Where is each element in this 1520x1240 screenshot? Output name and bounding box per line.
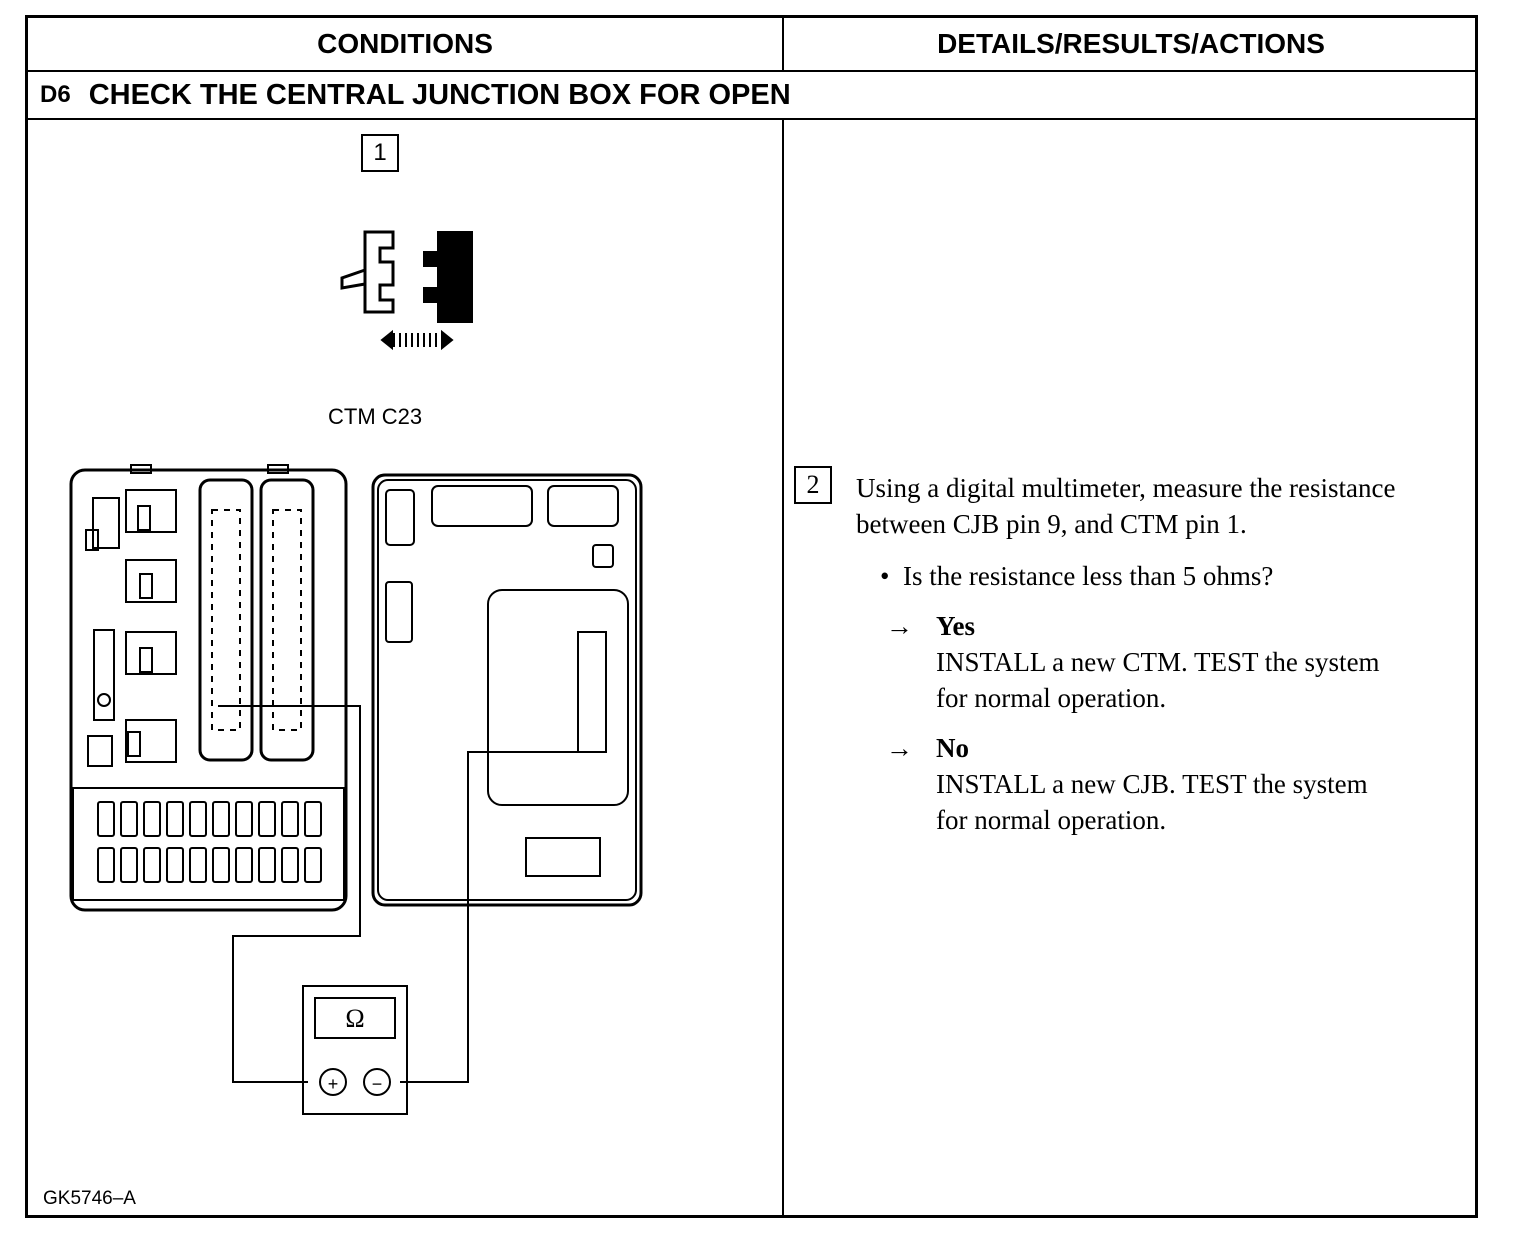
header-divider	[28, 70, 1475, 72]
multimeter-icon	[302, 985, 408, 1115]
details-column: 2 Using a digital multimeter, measure th…	[784, 120, 1478, 1218]
answer-action-line: INSTALL a new CTM. TEST the system	[936, 647, 1380, 677]
step-1-marker: 1	[361, 134, 399, 172]
step-2-marker: 2	[794, 466, 832, 504]
right-arrow-icon: →	[886, 611, 913, 641]
conditions-diagram: Ω + − 1 CTM C23 GK5746–A	[28, 120, 782, 1218]
connector-label: CTM C23	[328, 404, 423, 429]
answer-no: → No INSTALL a new CJB. TEST the system f…	[886, 730, 1368, 838]
answer-yes: →Yes INSTALL a new CTM. TEST the system …	[886, 608, 1380, 716]
right-arrow-icon: →	[886, 733, 913, 763]
details-header: DETAILS/RESULTS/ACTIONS	[937, 28, 1325, 59]
procedure-table: CONDITIONS DETAILS/RESULTS/ACTIONS D6 CH…	[25, 15, 1478, 1218]
section-divider	[28, 118, 1475, 120]
junction-box-illustration: Ω + −	[69, 230, 643, 1115]
plus-terminal: +	[328, 1074, 339, 1094]
central-timer-module	[371, 473, 643, 907]
answer-action-line: for normal operation.	[936, 683, 1167, 713]
conditions-header: CONDITIONS	[317, 28, 493, 59]
question: • Is the resistance less than 5 ohms?	[880, 558, 1273, 594]
section-id: D6	[40, 81, 71, 108]
minus-terminal: −	[372, 1074, 383, 1094]
answer-label: No	[936, 733, 969, 763]
connector-disconnect-icon	[340, 230, 473, 351]
answer-label: Yes	[936, 611, 975, 641]
answer-action-line: for normal operation.	[936, 805, 1167, 835]
fuse-grid	[97, 801, 322, 883]
ohm-symbol: Ω	[345, 1004, 364, 1033]
section-title-row: D6 CHECK THE CENTRAL JUNCTION BOX FOR OP…	[40, 72, 1460, 118]
instruction-text: Using a digital multimeter, measure the …	[856, 473, 1396, 539]
bullet-icon: •	[880, 561, 903, 591]
answer-action-line: INSTALL a new CJB. TEST the system	[936, 769, 1368, 799]
central-junction-box	[69, 464, 348, 912]
meter-leads	[218, 705, 588, 1083]
section-title: CHECK THE CENTRAL JUNCTION BOX FOR OPEN	[88, 78, 791, 111]
column-divider	[782, 18, 784, 1215]
figure-id: GK5746–A	[43, 1188, 136, 1209]
question-text: Is the resistance less than 5 ohms?	[902, 561, 1274, 591]
